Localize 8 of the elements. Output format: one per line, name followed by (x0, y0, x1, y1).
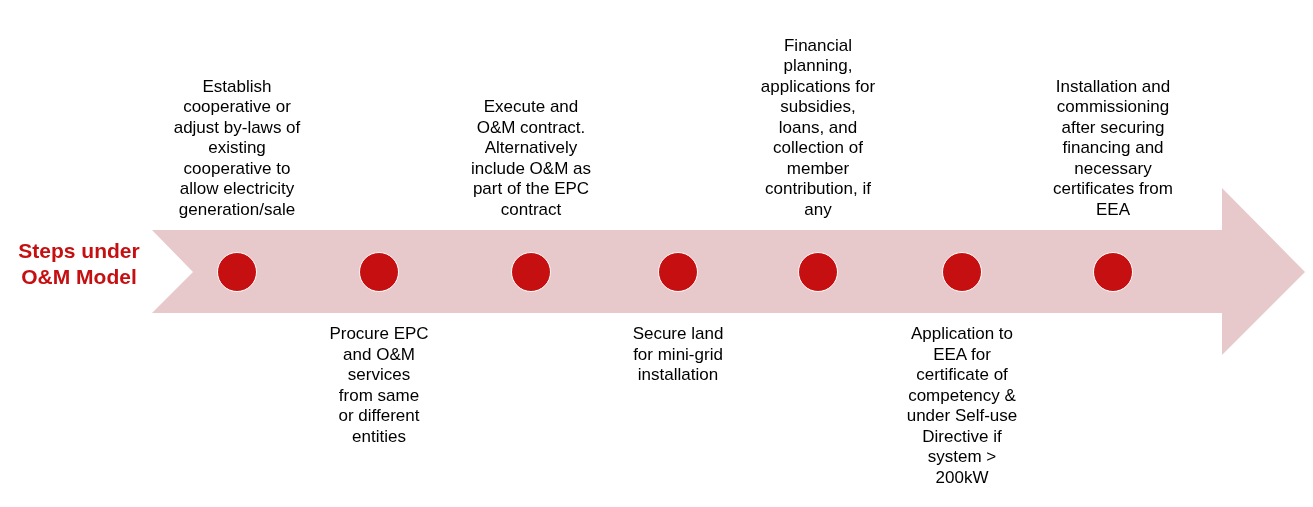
step-description: Installation and commissioning after securing financing and necessary certificates from EEA (1052, 76, 1174, 220)
step-description: Execute and O&M contract. Alternatively include O&M as part of the EPC contract (471, 97, 591, 220)
step-description: Secure land for mini-grid installation (631, 324, 725, 386)
step-description: Financial planning, applications for subsidies, loans, and collection of member contribution, if any (760, 35, 876, 220)
step-description: Establish cooperative or adjust by-laws of existing cooperative to allow electricity generation/sale (172, 76, 302, 220)
step-description: Procure EPC and O&M services from same or different entities (329, 324, 429, 447)
title: Steps under O&M Model (17, 238, 141, 290)
step-description: Application to EEA for certificate of competency & under Self-use Directive if system > 200kW (905, 324, 1019, 488)
